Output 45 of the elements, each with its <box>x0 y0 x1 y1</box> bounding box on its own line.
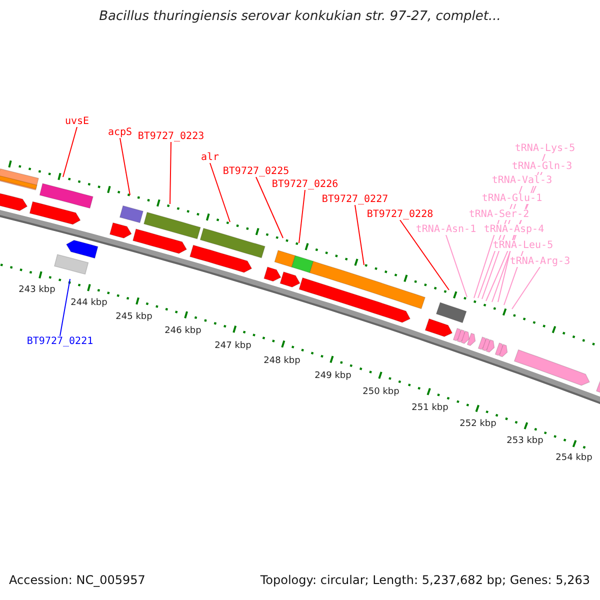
gene-label: BT9727_0227 <box>322 194 388 205</box>
leader-line <box>170 142 172 204</box>
gene-label: tRNA-Asp-4 <box>484 224 544 235</box>
scale-label: 250 kbp <box>362 387 400 397</box>
scale-label: 247 kbp <box>214 341 252 351</box>
gene-label: BT9727_0228 <box>366 209 434 220</box>
scale-label: 254 kbp <box>556 453 592 463</box>
gene-label: uvsE <box>64 116 90 127</box>
leader-line <box>210 162 230 222</box>
gene-label: tRNA-Lys-5 <box>514 143 576 154</box>
title: Bacillus thuringiensis serovar konkukian str. 97-27, complet... <box>98 9 502 25</box>
gene-label: BT9727_0221 <box>26 336 94 347</box>
scale-label: 243 kbp <box>18 285 56 295</box>
gene-bar <box>54 254 89 275</box>
gene-label: tRNA-Val-3 <box>492 175 552 186</box>
leader-line <box>354 204 364 266</box>
scale-label: 253 kbp <box>506 436 544 446</box>
gene-label: alr <box>200 152 220 163</box>
summary-text: Topology: circular; Length: 5,237,682 bp; Genes: 5,263 <box>260 573 590 588</box>
accession-text: Accession: NC_005957 <box>9 573 146 588</box>
gene-label: tRNA-Asn-1 <box>416 224 476 235</box>
scale-label: 251 kbp <box>412 403 448 413</box>
leader-line <box>60 278 70 336</box>
scale-label: 246 kbp <box>164 326 202 336</box>
leader-line <box>512 266 540 310</box>
gene-label: tRNA-Ser-2 <box>468 209 530 220</box>
scale-label: 252 kbp <box>460 419 496 429</box>
gene-label: tRNA-Leu-5 <box>492 240 554 251</box>
scale-label: 249 kbp <box>314 371 352 381</box>
gene-label: BT9727_0225 <box>222 166 290 177</box>
gene-label: BT9727_0223 <box>138 131 204 142</box>
leader-line <box>256 176 284 238</box>
gene-label: tRNA-Arg-3 <box>510 256 570 267</box>
gene-label: tRNA-Gln-3 <box>512 161 572 172</box>
scale-label: 245 kbp <box>116 312 152 322</box>
leader-line <box>62 126 78 178</box>
scale-label: 244 kbp <box>70 298 108 308</box>
gene-label: acpS <box>108 127 132 138</box>
gene-label: BT9727_0226 <box>272 179 338 190</box>
leader-line <box>120 138 130 196</box>
leader-line <box>400 220 450 290</box>
scale-label: 248 kbp <box>264 356 300 366</box>
gene-label: tRNA-Glu-1 <box>482 193 542 204</box>
leader-line <box>446 234 468 298</box>
leader-line <box>298 190 306 244</box>
